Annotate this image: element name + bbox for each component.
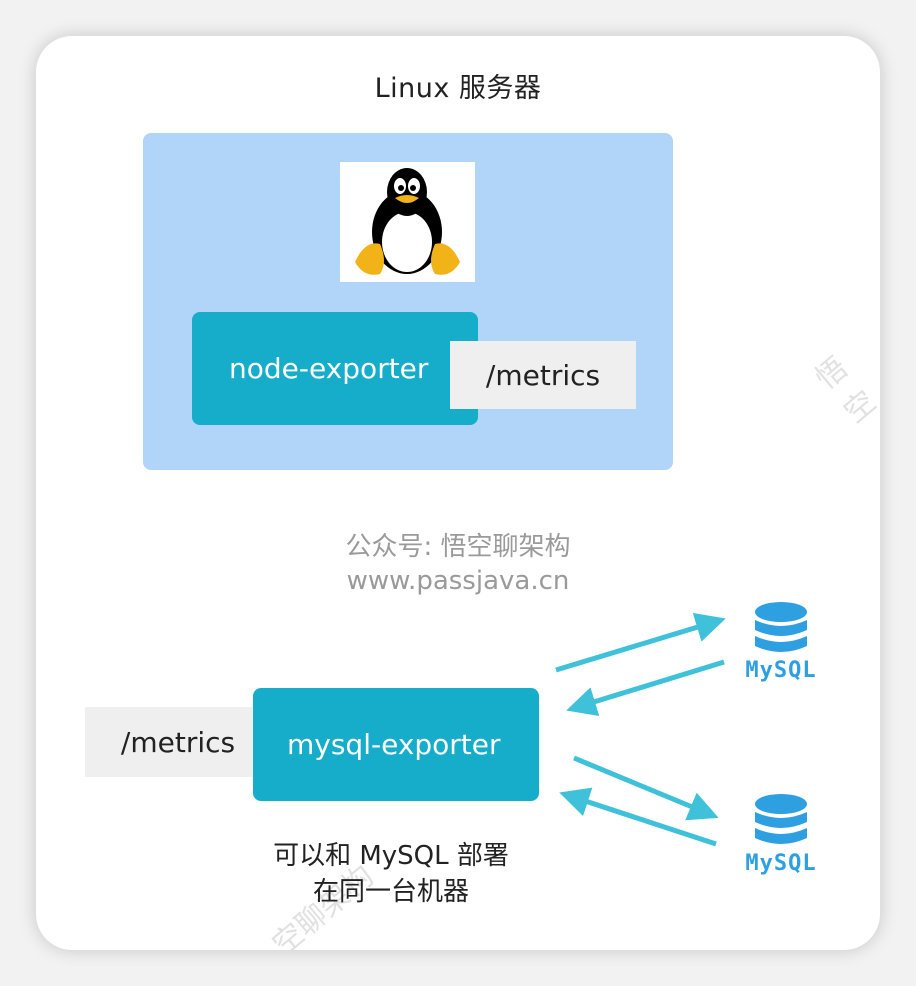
database-icon xyxy=(755,794,807,844)
arrow-from-mysql-2 xyxy=(559,787,717,847)
node-exporter-label: node-exporter xyxy=(229,352,429,385)
arrow-from-mysql-1 xyxy=(566,659,725,716)
connection-arrows xyxy=(555,612,726,847)
watermark-url: www.passjava.cn xyxy=(346,566,570,596)
node-exporter-metrics-endpoint: /metrics xyxy=(450,341,636,409)
database-icon xyxy=(755,602,807,652)
mysql-exporter-label: mysql-exporter xyxy=(287,728,501,761)
mysql-label-2: MySQL xyxy=(745,851,817,876)
mysql-label-1: MySQL xyxy=(745,658,817,683)
diagram-card: Linux 服务器 node-exporter /metrics 公众号: 悟空… xyxy=(36,36,880,950)
watermark-account: 公众号: 悟空聊架构 xyxy=(345,532,571,562)
node-exporter-box: node-exporter xyxy=(192,312,478,425)
arrow-to-mysql-2 xyxy=(573,755,719,821)
mysql-exporter-metrics-endpoint: /metrics xyxy=(85,707,271,777)
deployment-note-line1: 可以和 MySQL 部署 xyxy=(273,841,509,871)
tux-logo xyxy=(340,162,475,282)
deployment-note-line2: 在同一台机器 xyxy=(312,877,469,907)
arrow-to-mysql-1 xyxy=(555,612,726,673)
tux-penguin-icon xyxy=(355,168,460,275)
linux-server-title: Linux 服务器 xyxy=(374,73,542,104)
mysql-exporter-box: mysql-exporter xyxy=(253,688,539,801)
